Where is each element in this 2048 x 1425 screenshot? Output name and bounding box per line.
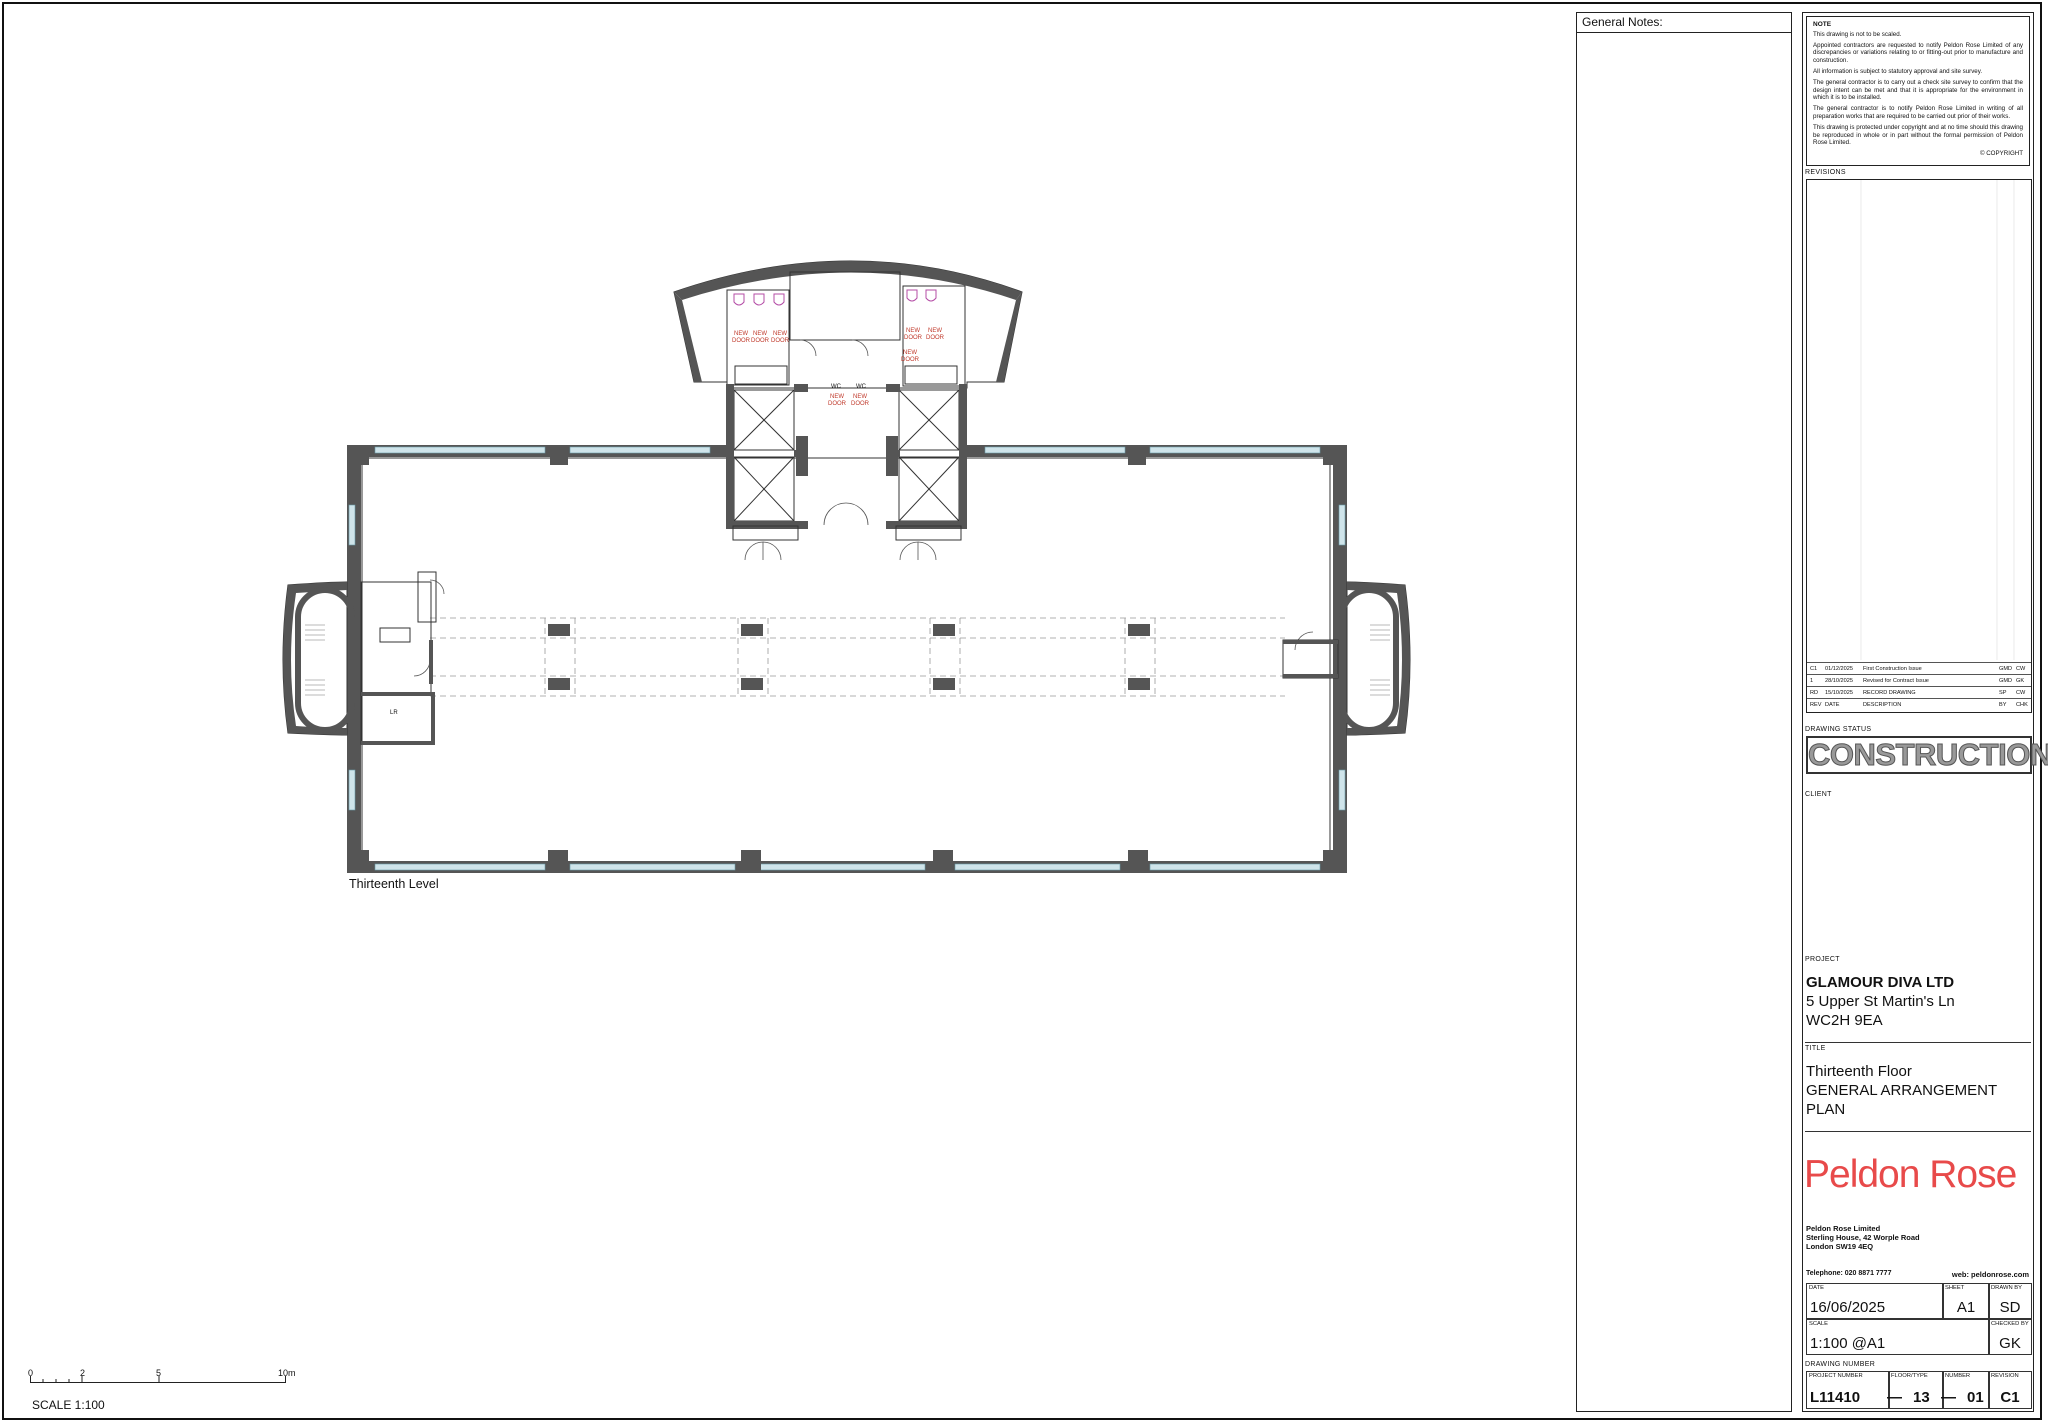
note-paragraph: The general contractor is to notify Peld… [1813,105,2023,120]
scale-tick: 2 [80,1368,86,1378]
floor-type-cell: FLOOR/TYPE — 13 [1887,1371,1944,1409]
project-label: PROJECT [1805,956,1840,963]
drawing-status-label: DRAWING STATUS [1805,726,1872,733]
project-address-line: 5 Upper St Martin's Ln [1806,993,1955,1010]
title-line: PLAN [1806,1101,1846,1118]
revisions-label: REVISIONS [1805,169,1846,176]
revision-row: 1 28/10/2025 Revised for Contract Issue … [1807,674,2031,687]
wc-label: WC [856,384,866,390]
new-door-label: NEW DOOR [732,331,750,344]
scale-tick: 10m [278,1368,296,1378]
title-block: NOTE This drawing is not to be scaled. A… [1802,12,2048,1412]
copyright-mark: © COPYRIGHT [1979,150,2023,158]
revision-header-row: REV DATE DESCRIPTION BY CHK [1807,698,2031,711]
floor-plan [282,260,1411,873]
number-cell: NUMBER — 01 [1941,1371,1990,1409]
new-door-label: NEW DOOR [901,350,919,363]
drawing-status-value: CONSTRUCTION [1806,736,2048,774]
note-paragraph: All information is subject to statutory … [1813,67,1983,75]
revision-row: RD 15/10/2025 RECORD DRAWING SP CW [1807,686,2031,699]
general-notes-header: General Notes: [1577,13,1791,33]
scale-caption: SCALE 1:100 [32,1398,105,1412]
scale-tick: 5 [156,1368,162,1378]
company-address: Peldon Rose Limited Sterling House, 42 W… [1806,1224,1920,1251]
note-paragraph: Appointed contractors are requested to n… [1813,41,2023,65]
new-door-label: NEW DOOR [904,328,922,341]
title-label: TITLE [1805,1045,1826,1052]
plan-level-label: Thirteenth Level [349,877,439,891]
note-paragraph: The general contractor is to carry out a… [1813,78,2023,102]
new-door-label: NEW DOOR [926,328,944,341]
drawing-number-label: DRAWING NUMBER [1805,1361,1876,1368]
scale-ticks-graphic [30,1376,286,1383]
note-paragraph: This drawing is protected under copyrigh… [1813,123,2023,147]
company-telephone: Telephone: 020 8871 7777 [1806,1270,1892,1277]
revisions-table: C1 01/12/2025 First Construction Issue G… [1806,179,2032,713]
general-notes-panel: General Notes: [1576,12,1792,1412]
new-door-label: NEW DOOR [751,331,769,344]
scale-tick: 0 [28,1368,34,1378]
title-line: Thirteenth Floor [1806,1063,1912,1080]
revisions-grid [1860,180,2015,660]
revision-row: C1 01/12/2025 First Construction Issue G… [1807,662,2031,675]
notes-title: NOTE [1813,21,1832,28]
client-label: CLIENT [1805,791,1832,798]
new-door-label: NEW DOOR [851,394,869,407]
wc-label: WC [831,384,841,390]
new-door-label: NEW DOOR [771,331,789,344]
project-name: GLAMOUR DIVA LTD [1806,974,1955,991]
title-line: GENERAL ARRANGEMENT [1806,1082,1998,1099]
new-door-label: NEW DOOR [828,394,846,407]
company-logo: Peldon Rose [1804,1153,2017,1196]
company-web: web: peldonrose.com [1951,1270,2029,1279]
note-paragraph: This drawing is not to be scaled. [1813,30,1902,38]
project-address-line: WC2H 9EA [1806,1012,1883,1029]
lift-room-label: LR [390,710,398,716]
notes-box: NOTE This drawing is not to be scaled. A… [1806,16,2030,166]
